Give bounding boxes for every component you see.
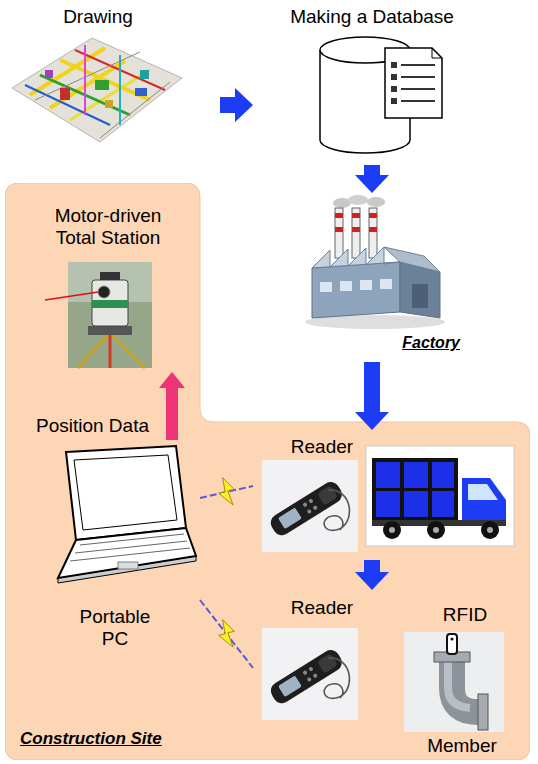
laptop-icon [58, 446, 196, 583]
node-label: Reader [291, 597, 353, 619]
reader-panel: Reader [255, 592, 390, 725]
truck-icon [366, 446, 514, 546]
factory-icon [305, 195, 445, 329]
plant-drawing [12, 38, 182, 142]
node-label: Factory [402, 334, 460, 352]
member-panel: RFID Member [398, 602, 516, 759]
edge-label: Position Data [34, 415, 151, 437]
node-label: Making a Database [290, 6, 454, 28]
flow-arrow [220, 88, 253, 122]
site-region-outline [5, 183, 530, 760]
drawing-panel: Drawing [8, 4, 188, 147]
reader-device [262, 628, 358, 720]
flow-arrow [355, 362, 389, 430]
database-panel: Making a Database [278, 4, 468, 155]
database-icon [320, 37, 442, 153]
factory-panel: Factory [300, 195, 465, 358]
reader-device [262, 460, 358, 552]
portable-pc-panel: Portable PC [40, 440, 198, 658]
node-label: Reader [291, 436, 353, 458]
pipe-member [404, 632, 504, 732]
node-label: RFID [443, 604, 487, 626]
node-label: Motor-driven Total Station [33, 205, 183, 249]
reader-panel: Reader [255, 432, 520, 555]
site-region: Construction Site Motor-driven Total Stat… [5, 183, 530, 760]
region-label: Construction Site [20, 729, 162, 749]
site-region-fill [5, 183, 530, 760]
node-label: Drawing [63, 6, 133, 28]
total-station-panel: Motor-driven Total Station [15, 198, 198, 370]
node-label: Portable PC [70, 606, 160, 650]
node-label: Member [427, 735, 497, 757]
flow-arrow [355, 165, 389, 193]
